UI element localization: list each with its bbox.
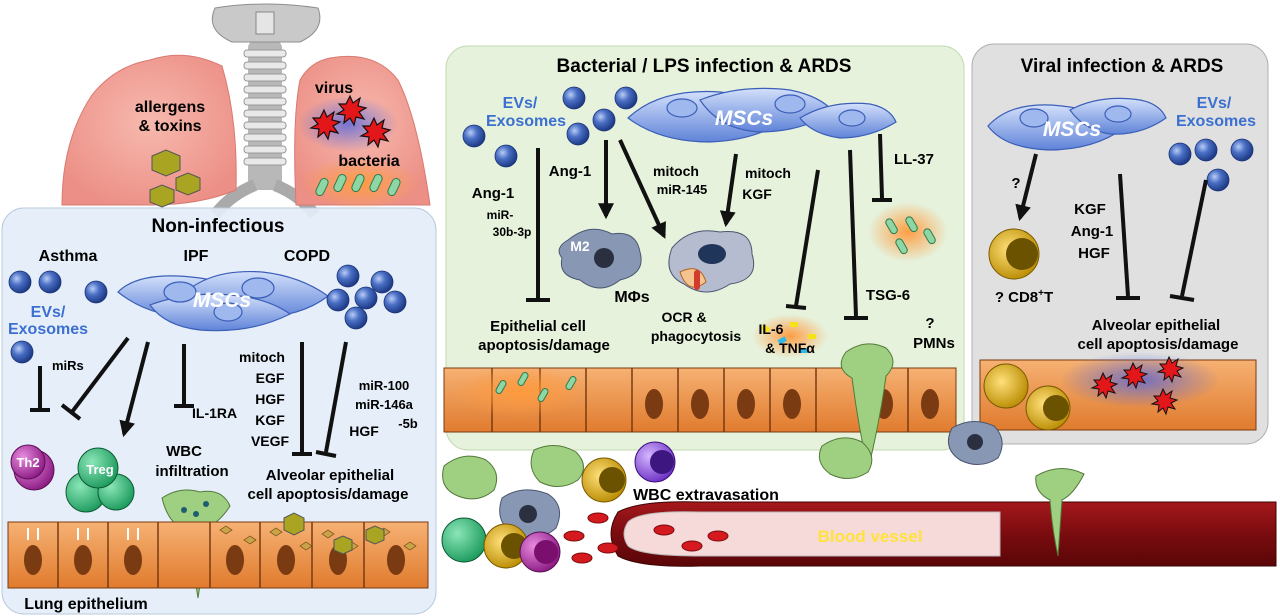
cd8-question: ? [1011,175,1020,192]
il6-label: IL-6 [759,321,784,337]
pathway-lines-viral [1015,153,1208,302]
mir30-label-1: miR- [487,208,514,222]
factor-hgf: HGF [255,391,285,407]
allergens-label: allergens [135,99,205,116]
msc-label-non-infectious: MSCs [193,289,251,312]
factor-hgf-viral: HGF [1078,245,1110,262]
toxins-label: & toxins [138,118,201,135]
alveolar-label-non-infectious-1: Alveolar epithelial [266,467,394,484]
macrophage-icon [668,230,755,293]
wbc-extravasation-label: WBC extravasation [633,487,779,504]
treg-cell-icon [65,447,135,513]
m2-macrophage-icon [558,228,642,289]
alveolar-label-non-infectious-2: cell apoptosis/damage [248,486,409,503]
factor-egf: EGF [256,370,285,386]
lungs-illustration [61,3,431,219]
bacterial-epithelium-cells [443,343,957,471]
factor-mitoch: mitoch [239,349,285,365]
th2-label: Th2 [16,455,39,470]
ocr-label-2: phagocytosis [651,328,741,344]
lung-epithelium-label: Lung epithelium [24,596,148,613]
ev-beads-non-infectious [8,264,407,364]
cd8-label: ? CD8+T [995,288,1053,306]
mir30-label-2: 30b-3p [493,225,532,239]
panel-title-non-infectious: Non-infectious [152,216,285,237]
pmns-question: ? [925,315,934,332]
bacteria-label: bacteria [338,153,399,170]
factor-vegf: VEGF [251,433,290,449]
factor-kgf-viral: KGF [1074,201,1106,218]
panel-non-infectious [1,207,437,615]
mir145-label: miR-145 [657,182,708,197]
factor-ang1-viral: Ang-1 [1071,223,1114,240]
il1ra-label: IL-1RA [192,405,237,421]
ang1-mid-label: Ang-1 [549,163,592,180]
treg-label: Treg [86,462,114,477]
th2-cell-icon [10,444,55,491]
evs-label-viral: EVs/ [1197,95,1232,112]
ocr-label-1: OCR & [661,309,706,325]
cd8-t-cell-icon [988,228,1040,280]
exosomes-label-non-infectious: Exosomes [8,321,88,338]
msc-label-bacterial: MSCs [715,107,773,130]
mitoch-label-bacterial-2: mitoch [745,165,791,181]
panel-title-bacterial: Bacterial / LPS infection & ARDS [557,56,852,77]
epithelial-label-2: apoptosis/damage [478,337,610,354]
msc-cluster-bacterial [627,87,897,143]
msc-cluster-viral [987,97,1167,151]
migrating-immune-cells [441,421,1085,573]
evs-label-bacterial: EVs/ [503,95,538,112]
alveolar-label-viral-2: cell apoptosis/damage [1078,336,1239,353]
pmns-label: PMNs [913,335,955,352]
mitoch-label-bacterial-1: mitoch [653,163,699,179]
evs-label-non-infectious: EVs/ [31,304,66,321]
factors-list-non-infectious: mitoch EGF HGF KGF VEGF [239,349,289,449]
pathway-lines-non-infectious [30,336,348,458]
viral-epithelium-cells [979,352,1257,431]
epithelial-label-1: Epithelial cell [490,318,586,335]
tsg6-label: TSG-6 [866,287,910,304]
alveolar-label-viral-1: Alveolar epithelial [1092,317,1220,334]
disease-copd: COPD [284,248,330,265]
bacteria-icon [315,173,401,197]
mirna-5b: -5b [398,416,418,431]
disease-asthma: Asthma [39,248,98,265]
bacteria-cluster-icon [868,202,948,262]
virus-label: virus [315,80,353,97]
lung-epithelium-cells [7,512,429,589]
wbc-label: WBC [166,443,202,460]
kgf-label-bacterial: KGF [742,186,772,202]
ev-beads-viral [1168,138,1254,192]
exosomes-label-bacterial: Exosomes [486,113,566,130]
disease-ipf: IPF [184,248,209,265]
m2-label: M2 [570,238,590,254]
pathway-lines-bacterial [526,133,892,320]
mirs-label: miRs [52,358,84,373]
allergen-cubes-icon [149,149,201,208]
tnf-label: & TNFα [765,340,815,356]
msc-cluster-non-infectious [117,270,330,332]
msc-label-viral: MSCs [1043,118,1101,141]
hgf-label: HGF [349,423,379,439]
mirna-146a: miR-146a [355,397,414,412]
factor-kgf: KGF [255,412,285,428]
cytokine-icon [752,314,828,358]
macrophage-label: MΦs [614,289,649,306]
ev-beads-bacterial [462,86,638,168]
virus-icon [309,94,392,149]
exosomes-label-viral: Exosomes [1176,113,1256,130]
mirna-100: miR-100 [359,378,410,393]
panel-title-viral: Viral infection & ARDS [1021,56,1224,77]
red-blood-cells-icon [563,512,619,564]
infiltration-label: infiltration [155,463,228,480]
ll37-label: LL-37 [894,151,934,168]
blood-vessel-label: Blood vessel [818,527,923,546]
ang1-left-label: Ang-1 [472,185,515,202]
blood-vessel [610,501,1277,567]
